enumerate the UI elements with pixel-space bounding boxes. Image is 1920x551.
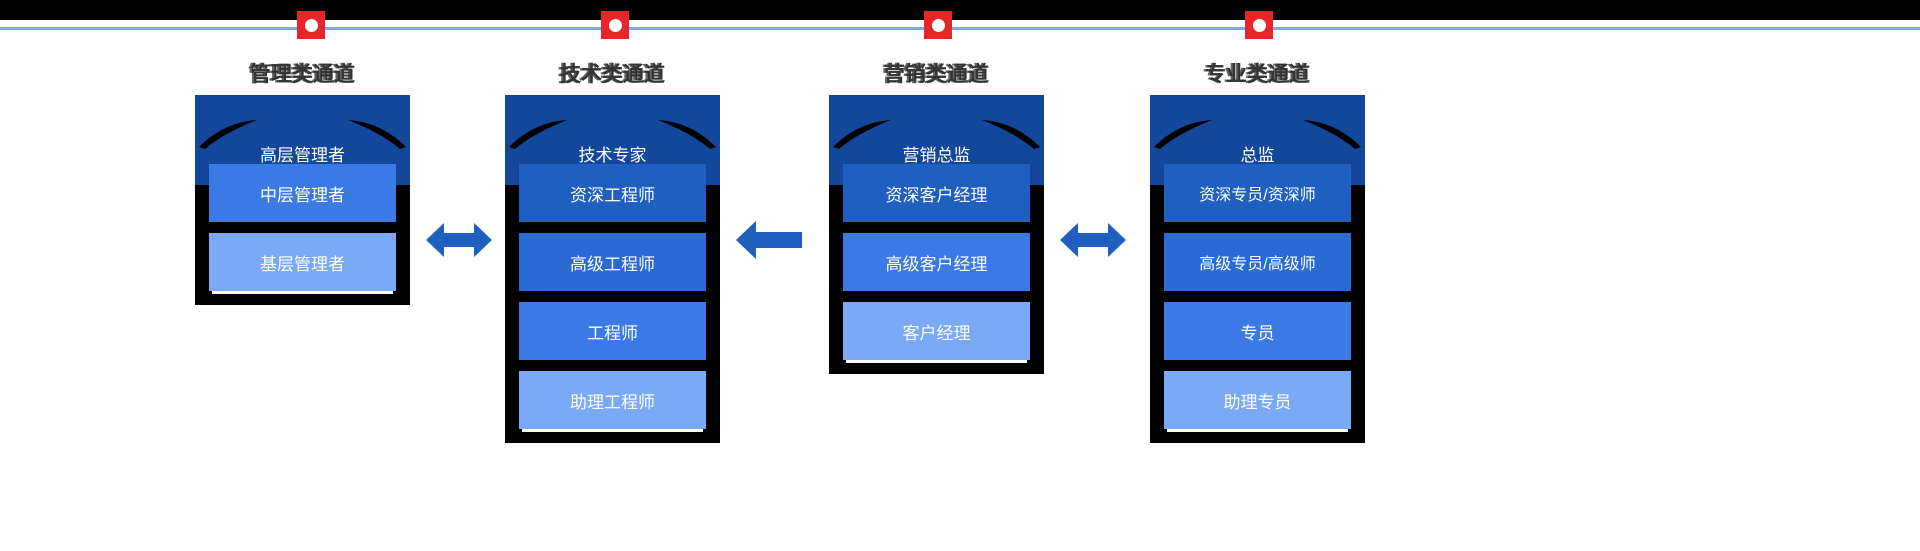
ladder-bottom-rung xyxy=(505,432,720,443)
ladder-bottom-rung xyxy=(829,363,1044,374)
level-box-marketing-3[interactable]: 客户经理 xyxy=(843,302,1030,360)
marker-dot-icon xyxy=(608,18,622,32)
level-label: 助理专员 xyxy=(1223,392,1292,412)
arrow-management-technical[interactable] xyxy=(424,215,494,265)
career-ladder-diagram: 管理类通道管理类通道高层管理者中层管理者基层管理者技术类通道技术类通道技术专家资… xyxy=(0,40,1920,551)
career-column-technical: 技术类通道技术类通道技术专家资深工程师高级工程师工程师助理工程师 xyxy=(505,40,720,551)
level-box-technical-2[interactable]: 高级工程师 xyxy=(519,233,706,291)
level-box-professional-3[interactable]: 专员 xyxy=(1164,302,1351,360)
marker-3[interactable] xyxy=(924,11,952,39)
level-box-technical-3[interactable]: 工程师 xyxy=(519,302,706,360)
column-title-shadow: 专业类通道 xyxy=(1202,63,1308,86)
column-title-professional: 专业类通道专业类通道 xyxy=(1150,58,1365,88)
ladder-rung xyxy=(1150,360,1365,371)
ladder-rung xyxy=(505,222,720,233)
marker-1[interactable] xyxy=(297,11,325,39)
level-label: 高级工程师 xyxy=(570,254,655,274)
level-box-marketing-2[interactable]: 高级客户经理 xyxy=(843,233,1030,291)
level-label: 资深工程师 xyxy=(570,185,655,205)
top-black-bar xyxy=(0,0,1920,20)
level-box-marketing-1[interactable]: 资深客户经理 xyxy=(843,164,1030,222)
column-title-text: 专业类通道 xyxy=(1205,63,1310,86)
level-label: 资深客户经理 xyxy=(885,185,988,205)
level-label: 专员 xyxy=(1240,323,1275,343)
ladder-rung xyxy=(829,222,1044,233)
ladder-rail-right xyxy=(1027,127,1044,374)
timeline-rule xyxy=(0,27,1920,30)
column-title-shadow: 营销类通道 xyxy=(881,63,987,86)
ladder-bottom-rung xyxy=(1150,432,1365,443)
level-label: 营销总监 xyxy=(902,145,971,165)
level-label: 中层管理者 xyxy=(260,185,345,205)
arrow-technical-marketing[interactable] xyxy=(734,215,804,265)
column-title-marketing: 营销类通道营销类通道 xyxy=(829,58,1044,88)
column-title-text: 营销类通道 xyxy=(884,63,989,86)
ladder-rung xyxy=(829,291,1044,302)
level-label: 高级专员/高级师 xyxy=(1199,256,1316,273)
marker-dot-icon xyxy=(304,18,318,32)
level-label: 总监 xyxy=(1240,145,1275,165)
ladder-rung xyxy=(1150,291,1365,302)
level-label: 客户经理 xyxy=(902,323,971,343)
ladder-rung xyxy=(505,360,720,371)
ladder-rung xyxy=(1150,222,1365,233)
ladder-rung xyxy=(195,222,410,233)
level-label: 高层管理者 xyxy=(260,145,345,165)
level-box-management-1[interactable]: 中层管理者 xyxy=(209,164,396,222)
career-column-professional: 专业类通道专业类通道总监资深专员/资深师高级专员/高级师专员助理专员 xyxy=(1150,40,1365,551)
marker-2[interactable] xyxy=(601,11,629,39)
ladder-rail-left xyxy=(829,127,846,374)
level-label: 基层管理者 xyxy=(260,254,345,274)
career-column-management: 管理类通道管理类通道高层管理者中层管理者基层管理者 xyxy=(195,40,410,551)
ladder-rung xyxy=(505,291,720,302)
arrow-marketing-professional[interactable] xyxy=(1058,215,1128,265)
level-label: 工程师 xyxy=(587,323,638,343)
level-box-professional-2[interactable]: 高级专员/高级师 xyxy=(1164,233,1351,291)
level-box-professional-4[interactable]: 助理专员 xyxy=(1164,371,1351,429)
level-label: 助理工程师 xyxy=(570,392,655,412)
level-box-management-2[interactable]: 基层管理者 xyxy=(209,233,396,291)
level-label: 技术专家 xyxy=(578,145,647,165)
column-title-shadow: 技术类通道 xyxy=(557,63,663,86)
marker-4[interactable] xyxy=(1245,11,1273,39)
ladder-bottom-rung xyxy=(195,294,410,305)
column-title-shadow: 管理类通道 xyxy=(247,63,353,86)
level-box-technical-1[interactable]: 资深工程师 xyxy=(519,164,706,222)
column-title-text: 管理类通道 xyxy=(250,63,355,86)
level-box-professional-1[interactable]: 资深专员/资深师 xyxy=(1164,164,1351,222)
level-label: 高级客户经理 xyxy=(885,254,988,274)
column-title-text: 技术类通道 xyxy=(560,63,665,86)
level-label: 资深专员/资深师 xyxy=(1199,187,1316,204)
column-title-technical: 技术类通道技术类通道 xyxy=(505,58,720,88)
marker-dot-icon xyxy=(931,18,945,32)
column-title-management: 管理类通道管理类通道 xyxy=(195,58,410,88)
level-box-technical-4[interactable]: 助理工程师 xyxy=(519,371,706,429)
marker-dot-icon xyxy=(1252,18,1266,32)
career-column-marketing: 营销类通道营销类通道营销总监资深客户经理高级客户经理客户经理 xyxy=(829,40,1044,551)
